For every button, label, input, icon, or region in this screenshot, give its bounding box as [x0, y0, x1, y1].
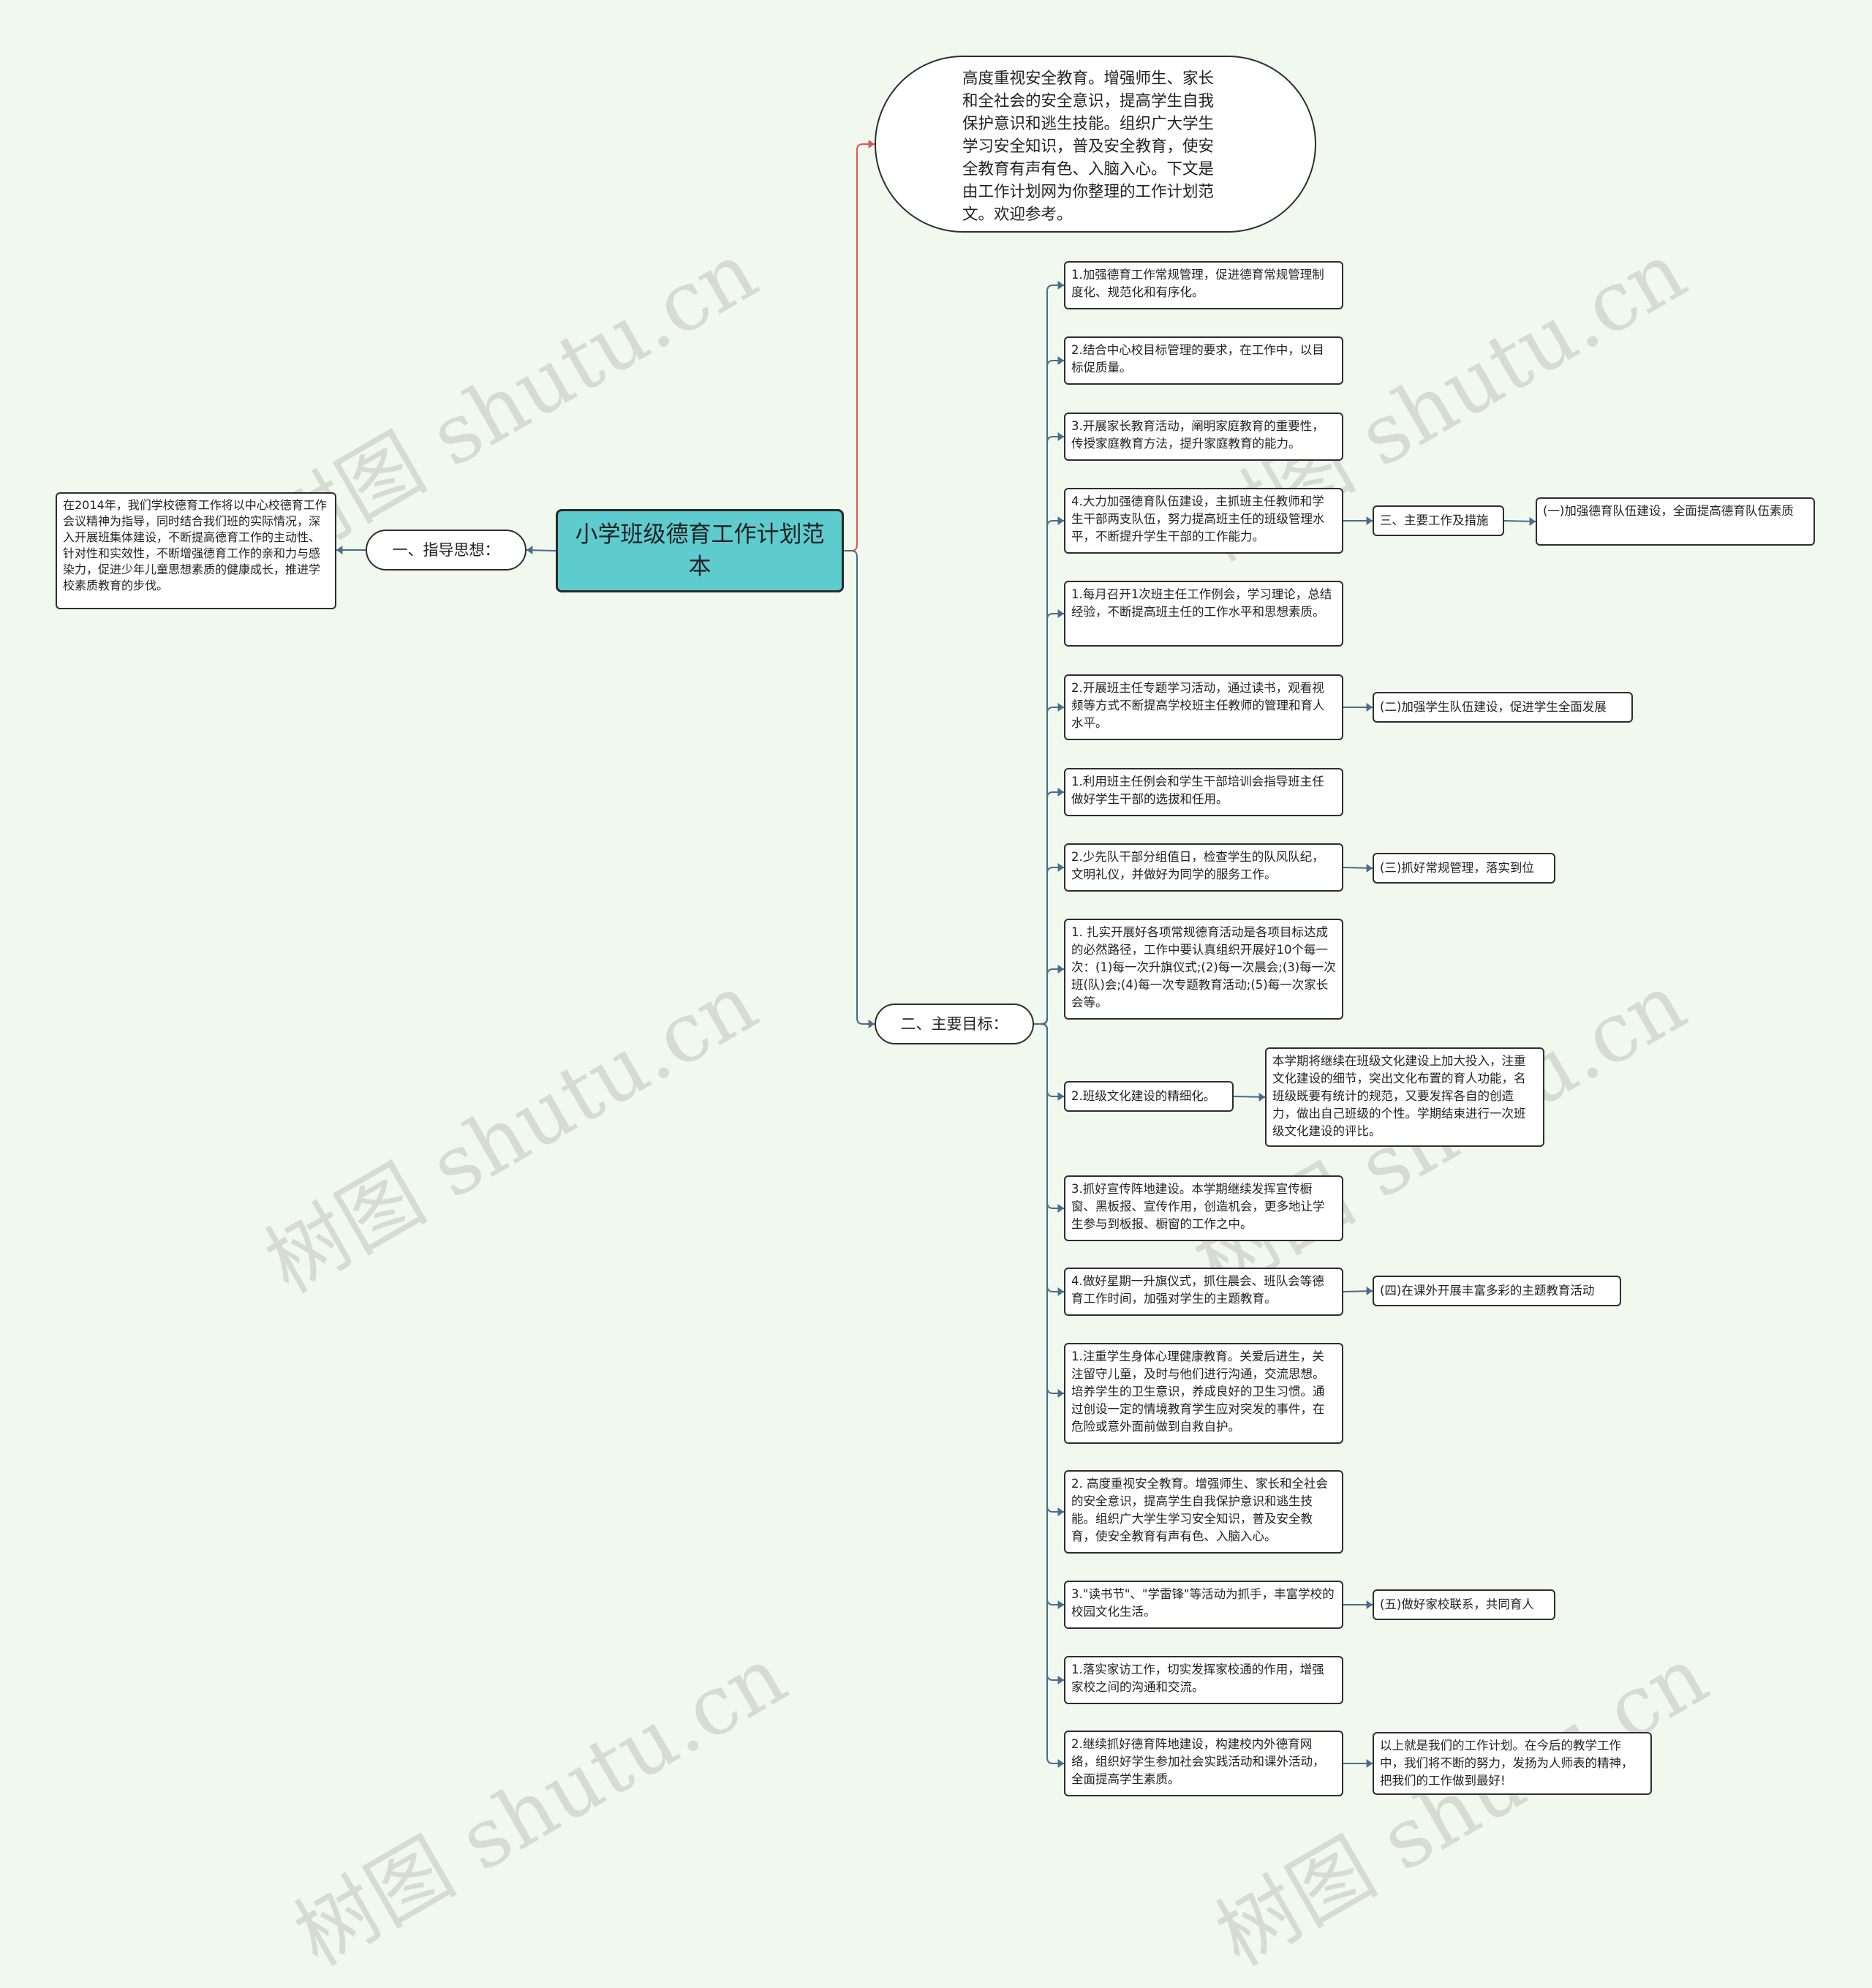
edge-goal-item: [1034, 613, 1064, 1025]
mind-map-canvas: 树图 shutu.cn 树图 shutu.cn 树图 shutu.cn 树图 s…: [56, 56, 1815, 1984]
edge-goal-item: [1034, 968, 1064, 1025]
goal-item[interactable]: 2.班级文化建设的精细化。: [1064, 1081, 1234, 1112]
edge-goal-item: [1034, 1023, 1064, 1605]
edge-goal-item: [1034, 1023, 1064, 1209]
arrowhead: [336, 546, 343, 554]
class-culture-detail[interactable]: 本学期将继续在班级文化建设上加大投入，注重文化建设的细节，突出文化布置的育人功能…: [1265, 1047, 1544, 1147]
main-goals-label: 二、主要目标：: [900, 1015, 1008, 1033]
goal-item[interactable]: 1. 扎实开展好各项常规德育活动是各项目标达成的必然路径，工作中要认真组织开展好…: [1064, 919, 1343, 1020]
goal-item[interactable]: 2.继续抓好德育阵地建设，构建校内外德育网络，组织好学生参加社会实践活动和课外活…: [1064, 1731, 1343, 1796]
arrowhead: [1057, 356, 1064, 365]
guiding-label: 一、指导思想：: [392, 541, 500, 559]
arrowhead: [1057, 1676, 1064, 1684]
arrowhead: [1057, 1389, 1064, 1398]
arrowhead: [1057, 1507, 1064, 1516]
guiding-thought-text[interactable]: 在2014年，我们学校德育工作将以中心校德育工作会议精神为指导，同时结合我们班的…: [56, 492, 336, 609]
intro-bubble[interactable]: 高度重视安全教育。增强师生、家长和全社会的安全意识，提高学生自我保护意识和逃生技…: [875, 56, 1316, 233]
goal-item[interactable]: 1.加强德育工作常规管理，促进德育常规管理制度化、规范化和有序化。: [1064, 261, 1343, 309]
closing-summary[interactable]: 以上就是我们的工作计划。在今后的教学工作中，我们将不断的努力，发扬为人师表的精神…: [1373, 1732, 1652, 1795]
arrowhead: [1057, 609, 1064, 618]
goal-item[interactable]: 3."读书节"、"学雷锋"等活动为抓手，丰富学校的校园文化生活。: [1064, 1581, 1343, 1629]
arrowhead: [1057, 965, 1064, 974]
goal-item[interactable]: 4.大力加强德育队伍建设，主抓班主任教师和学生干部两支队伍，努力提高班主任的班级…: [1064, 488, 1343, 554]
branch-two-node[interactable]: (二)加强学生队伍建设，促进学生全面发展: [1373, 692, 1633, 723]
arrowhead: [1366, 703, 1373, 712]
goal-item[interactable]: 2.结合中心校目标管理的要求，在工作中，以目标促质量。: [1064, 336, 1343, 385]
arrowhead: [1057, 516, 1064, 525]
connector-layer: [336, 140, 1536, 1768]
arrowhead: [1366, 864, 1373, 873]
arrowhead: [1057, 788, 1064, 797]
goal-item[interactable]: 2.少先队干部分组值日，检查学生的队风队纪，文明礼仪，并做好为同学的服务工作。: [1064, 843, 1343, 892]
edge-goal-item: [1034, 285, 1064, 1025]
main-goals-node[interactable]: 二、主要目标：: [875, 1004, 1034, 1044]
edge-goal-item: [1034, 436, 1064, 1025]
arrowhead: [1057, 1600, 1064, 1609]
arrowhead: [1057, 863, 1064, 872]
edge-goal-item: [1034, 520, 1064, 1025]
goal-item[interactable]: 1.每月召开1次班主任工作例会，学习理论，总结经验，不断提高班主任的工作水平和思…: [1064, 581, 1343, 647]
arrowhead: [1057, 1204, 1064, 1213]
arrowhead: [1057, 1759, 1064, 1768]
arrowhead: [526, 546, 533, 554]
goal-item[interactable]: 1.落实家访工作，切实发挥家校通的作用，增强家校之间的沟通和交流。: [1064, 1656, 1343, 1704]
edge-goal-item: [1034, 791, 1064, 1025]
edge-goal-item: [1034, 867, 1064, 1025]
arrowhead: [1366, 1600, 1373, 1609]
goal-item[interactable]: 2. 高度重视安全教育。增强师生、家长和全社会的安全意识，提高学生自我保护意识和…: [1064, 1470, 1343, 1554]
branch-five-node[interactable]: (五)做好家校联系，共同育人: [1373, 1589, 1555, 1620]
goal-item[interactable]: 1.利用班主任例会和学生干部培训会指导班主任做好学生干部的选拔和任用。: [1064, 768, 1343, 816]
arrowhead: [1366, 1287, 1373, 1295]
root-topic[interactable]: 小学班级德育工作计划范本: [556, 509, 844, 592]
edge-root-goals: [844, 550, 875, 1025]
arrowhead: [1057, 1092, 1064, 1101]
branch-three-node[interactable]: (三)抓好常规管理，落实到位: [1373, 853, 1555, 884]
edge-goal-item: [1034, 1023, 1064, 1681]
main-work-measures-node[interactable]: 三、主要工作及措施: [1373, 505, 1504, 536]
root-title: 小学班级德育工作计划范本: [575, 522, 825, 580]
edge-goal-item: [1034, 1023, 1064, 1764]
branch-four-node[interactable]: (四)在课外开展丰富多彩的主题教育活动: [1373, 1276, 1621, 1306]
goal-item[interactable]: 4.做好星期一升旗仪式，抓住晨会、班队会等德育工作时间，加强对学生的主题教育。: [1064, 1268, 1343, 1316]
edge-goal-item: [1034, 1023, 1064, 1292]
goal-item[interactable]: 3.抓好宣传阵地建设。本学期继续发挥宣传橱窗、黑板报、宣传作用，创造机会，更多地…: [1064, 1175, 1343, 1241]
arrowhead: [1057, 281, 1064, 290]
branch-one-node[interactable]: (一)加强德育队伍建设，全面提高德育队伍素质: [1536, 497, 1815, 546]
arrowhead: [868, 1020, 875, 1028]
arrowhead: [1057, 1287, 1064, 1296]
goal-item[interactable]: 1.注重学生身体心理健康教育。关爱后进生，关注留守儿童，及时与他们进行沟通，交流…: [1064, 1343, 1343, 1444]
arrowhead: [1366, 1759, 1373, 1768]
arrowhead: [1366, 516, 1373, 525]
arrowhead: [1258, 1093, 1265, 1102]
goal-item[interactable]: 3.开展家长教育活动，阐明家庭教育的重要性，传授家庭教育方法，提升家庭教育的能力…: [1064, 413, 1343, 461]
edge-goal-item: [1034, 1023, 1064, 1097]
edge-goal-item: [1034, 360, 1064, 1025]
goal-item[interactable]: 2.开展班主任专题学习活动，通过读书，观看视频等方式不断提高学校班主任教师的管理…: [1064, 674, 1343, 740]
arrowhead: [1529, 517, 1536, 526]
arrowhead: [1057, 432, 1064, 441]
edge-root-intro: [844, 143, 875, 551]
guiding-thought-node[interactable]: 一、指导思想：: [366, 530, 526, 571]
arrowhead: [1057, 703, 1064, 712]
arrowhead: [868, 140, 875, 148]
